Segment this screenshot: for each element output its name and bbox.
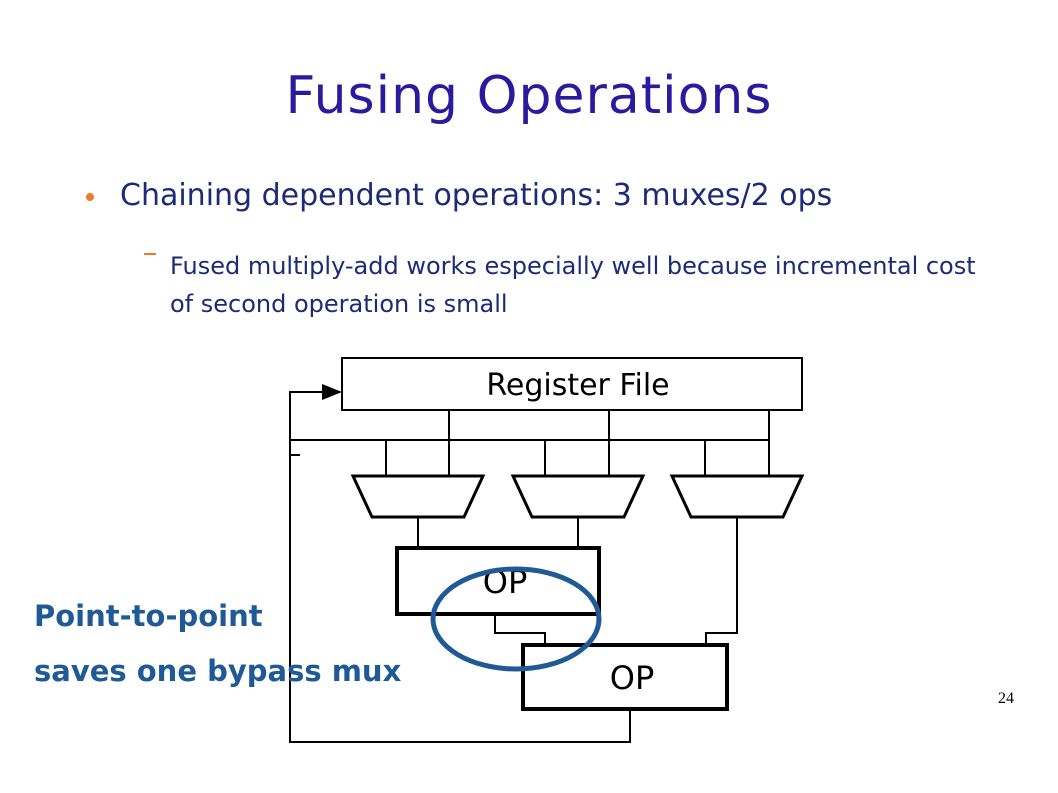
page-number: 24 — [998, 690, 1014, 707]
slide-title: Fusing Operations — [285, 66, 773, 126]
sub-bullet-marker — [144, 253, 156, 255]
bullet-marker — [86, 193, 94, 201]
callout-line-1: Point-to-point — [34, 599, 263, 633]
register-file-label: Register File — [486, 368, 669, 403]
sub-bullet: Fused multiply-add works especially well… — [170, 252, 976, 318]
highlight-ellipse — [430, 566, 602, 672]
writeback-wire — [289, 384, 631, 743]
register-file — [341, 357, 803, 411]
op-unit-2 — [521, 643, 729, 711]
point-to-point-wire — [494, 614, 546, 645]
mux-2 — [510, 474, 646, 519]
main-bullet: Chaining dependent operations: 3 muxes/2… — [120, 178, 833, 213]
mux-3 — [669, 474, 805, 519]
mux-1 — [350, 474, 486, 519]
op-unit-2-label: OP — [610, 659, 654, 697]
callout-line-2: saves one bypass mux — [34, 654, 402, 688]
